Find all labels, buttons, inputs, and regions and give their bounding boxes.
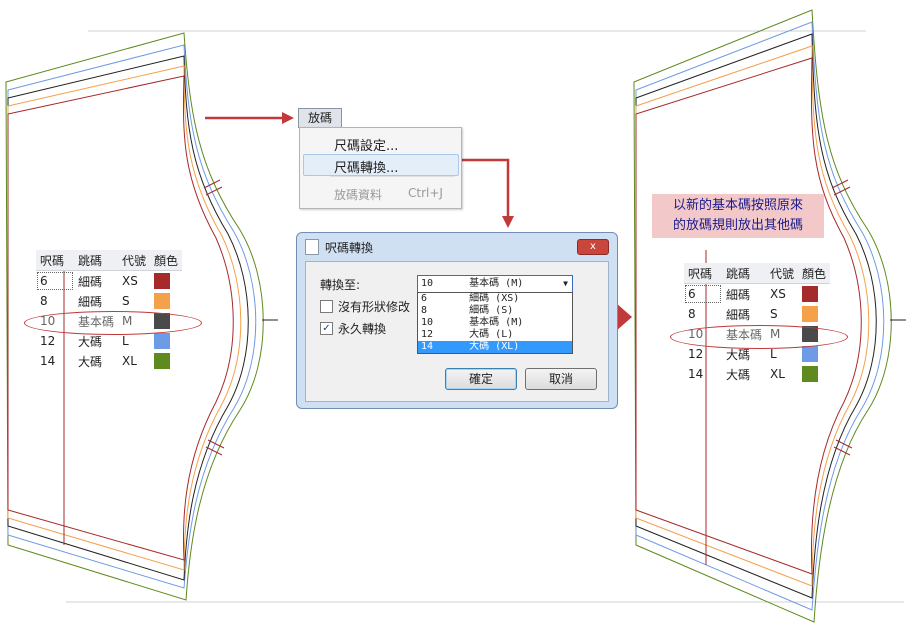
code-cell: XL <box>122 354 137 368</box>
permanent-convert-checkbox[interactable]: ✓ <box>320 322 333 335</box>
header-jump: 跳碼 <box>74 250 119 271</box>
menu-item-size-settings[interactable]: 尺碼設定... <box>334 139 399 154</box>
convert-to-select[interactable]: 10 基本碼 (M) ▼ <box>417 275 573 293</box>
color-swatch <box>154 333 171 349</box>
size-cell: 8 <box>40 294 48 308</box>
menu-item-size-convert[interactable]: 尺碼轉換... <box>334 161 399 176</box>
color-swatch <box>802 346 819 362</box>
menu-hover-highlight <box>303 154 459 176</box>
dialog-title: 呎碼轉換 <box>325 241 374 255</box>
option-xs[interactable]: 6 細碼 (XS) <box>421 293 520 304</box>
jump-cell: 細碼 <box>78 294 103 309</box>
menu-item-grading-shortcut: Ctrl+J <box>408 186 443 200</box>
color-swatch <box>154 273 171 289</box>
menu-item-grading-data[interactable]: 放碼資料 <box>334 188 383 202</box>
cancel-button[interactable]: 取消 <box>525 368 597 390</box>
table-row[interactable]: 6 細碼 XS <box>36 271 182 292</box>
permanent-convert-label: 永久轉換 <box>338 322 387 336</box>
jump-cell: 細碼 <box>726 307 751 322</box>
base-size-highlight-left <box>24 311 202 335</box>
option-m[interactable]: 10 基本碼 (M) <box>421 317 524 328</box>
jump-cell: 大碼 <box>726 347 751 362</box>
option-xl[interactable]: 14 大碼 (XL) <box>418 341 572 353</box>
jump-cell: 大碼 <box>726 367 751 382</box>
table-row[interactable]: 12 大碼 L <box>684 344 830 364</box>
color-swatch <box>802 366 819 382</box>
code-cell: XS <box>122 274 138 288</box>
header-code: 代號 <box>118 250 151 271</box>
jump-cell: 大碼 <box>78 354 103 369</box>
size-cell: 8 <box>688 307 696 321</box>
header-size: 呎碼 <box>684 263 722 284</box>
note-line-2: 的放碼規則放出其他碼 <box>672 218 803 233</box>
document-icon <box>305 239 319 255</box>
table-row[interactable]: 12 大碼 L <box>36 331 182 351</box>
header-color: 顏色 <box>798 263 831 284</box>
grading-menu-button[interactable]: 放碼 <box>298 108 342 128</box>
close-button[interactable]: x <box>577 239 609 255</box>
table-row[interactable]: 8 細碼 S <box>36 291 182 311</box>
size-cell: 14 <box>40 354 56 368</box>
jump-cell: 細碼 <box>726 287 751 302</box>
table-row[interactable]: 8 細碼 S <box>684 304 830 324</box>
convert-to-label: 轉換至: <box>320 278 361 292</box>
table-row[interactable]: 6 細碼 XS <box>684 284 830 305</box>
header-jump: 跳碼 <box>722 263 767 284</box>
base-size-highlight-right <box>670 325 848 349</box>
note-line-1: 以新的基本碼按照原來 <box>672 198 803 213</box>
no-shape-change-checkbox[interactable] <box>320 300 333 313</box>
grading-menu: 尺碼設定... 尺碼轉換... 放碼資料 Ctrl+J <box>299 127 462 209</box>
color-swatch <box>154 353 171 369</box>
table-row[interactable]: 14 大碼 XL <box>36 351 182 371</box>
option-l[interactable]: 12 大碼 (L) <box>421 329 514 340</box>
size-cell: 14 <box>688 367 704 381</box>
menu-separator <box>330 176 455 177</box>
jump-cell: 細碼 <box>78 274 103 289</box>
code-cell: S <box>770 307 778 321</box>
table-row[interactable]: 14 大碼 XL <box>684 364 830 384</box>
right-size-table: 呎碼 跳碼 代號 顏色 6 細碼 XS 8 細碼 S 10 基本碼 M 12 大… <box>684 263 831 384</box>
color-swatch <box>154 293 171 309</box>
code-cell: S <box>122 294 130 308</box>
left-size-table: 呎碼 跳碼 代號 顏色 6 細碼 XS 8 細碼 S 10 基本碼 M 12 大… <box>36 250 183 371</box>
size-cell: 6 <box>684 284 722 305</box>
no-shape-change-label: 沒有形狀修改 <box>338 300 411 314</box>
size-convert-dialog: 呎碼轉換 x 轉換至: 沒有形狀修改 ✓ 永久轉換 10 基本碼 (M) ▼ 6… <box>296 232 618 409</box>
size-cell: 12 <box>688 347 704 361</box>
code-cell: L <box>122 334 129 348</box>
header-color: 顏色 <box>150 250 183 271</box>
chevron-down-icon: ▼ <box>563 279 568 288</box>
option-s[interactable]: 8 細碼 (S) <box>421 305 514 316</box>
explanation-note: 以新的基本碼按照原來 的放碼規則放出其他碼 <box>652 194 824 238</box>
color-swatch <box>802 306 819 322</box>
size-cell: 6 <box>36 271 74 292</box>
header-code: 代號 <box>766 263 799 284</box>
code-cell: XL <box>770 367 785 381</box>
color-swatch <box>802 286 819 302</box>
size-cell: 12 <box>40 334 56 348</box>
convert-to-value: 10 基本碼 (M) <box>421 278 524 289</box>
header-size: 呎碼 <box>36 250 74 271</box>
code-cell: L <box>770 347 777 361</box>
ok-button[interactable]: 確定 <box>445 368 517 390</box>
jump-cell: 大碼 <box>78 334 103 349</box>
size-options-list: 6 細碼 (XS) 8 細碼 (S) 10 基本碼 (M) 12 大碼 (L) … <box>417 292 573 354</box>
code-cell: XS <box>770 287 786 301</box>
